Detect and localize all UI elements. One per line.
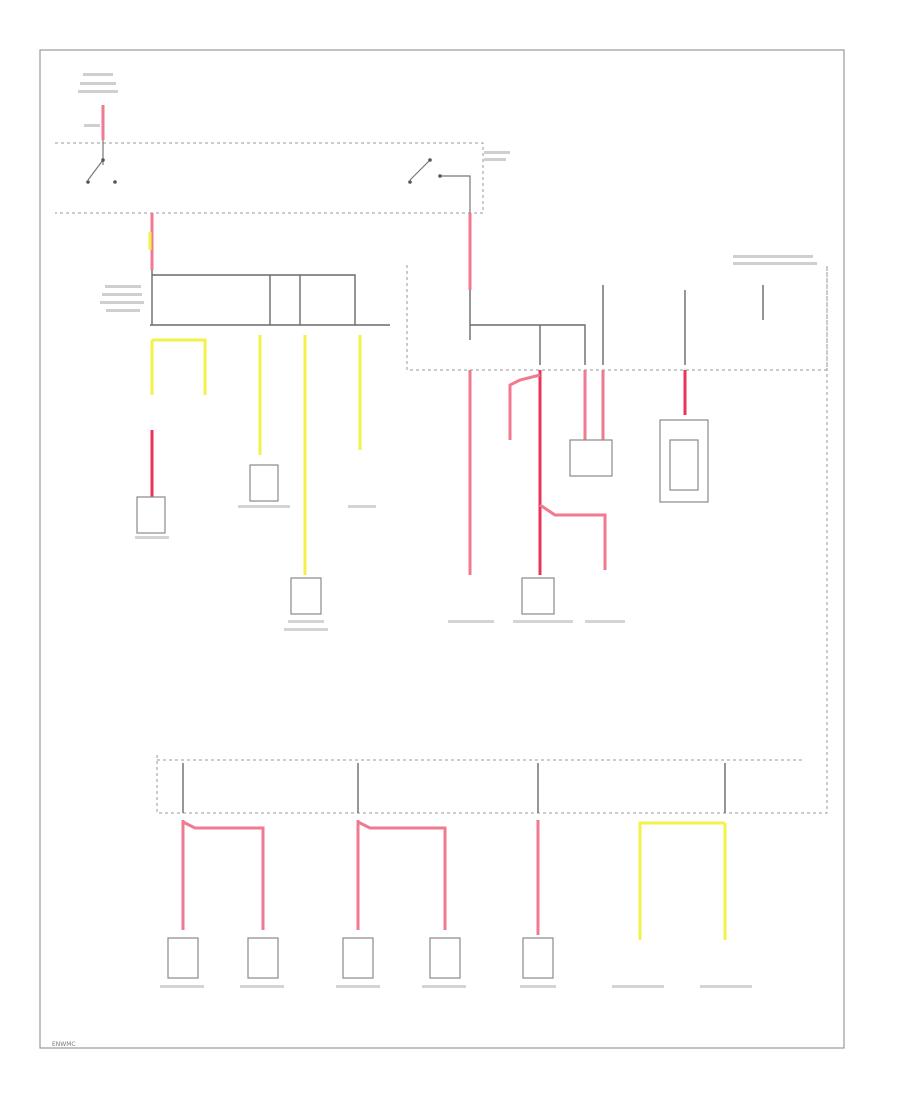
illegible-labels [135,505,752,988]
component-box-11 [522,937,554,979]
ip-fuse-block [100,270,390,326]
middle-right-branches [468,370,709,615]
component-box-3 [290,577,322,615]
component-box-10 [429,937,461,979]
component-box-8 [247,937,279,979]
component-box-2 [249,464,279,502]
component-box-7 [167,937,199,979]
footer-code: ENWMC [52,1041,76,1048]
left-branches [136,335,362,615]
component-box-5 [569,439,613,477]
component-box-1 [136,496,166,534]
bottom-fuse-block [156,265,828,814]
diagram-frame [39,49,845,1049]
component-box-9 [342,937,374,979]
underhood-fuse-block [406,213,828,371]
bottom-branches [167,820,727,979]
component-box-4 [521,577,555,615]
left-feed [148,213,154,270]
ignition-switch-section [55,73,510,214]
